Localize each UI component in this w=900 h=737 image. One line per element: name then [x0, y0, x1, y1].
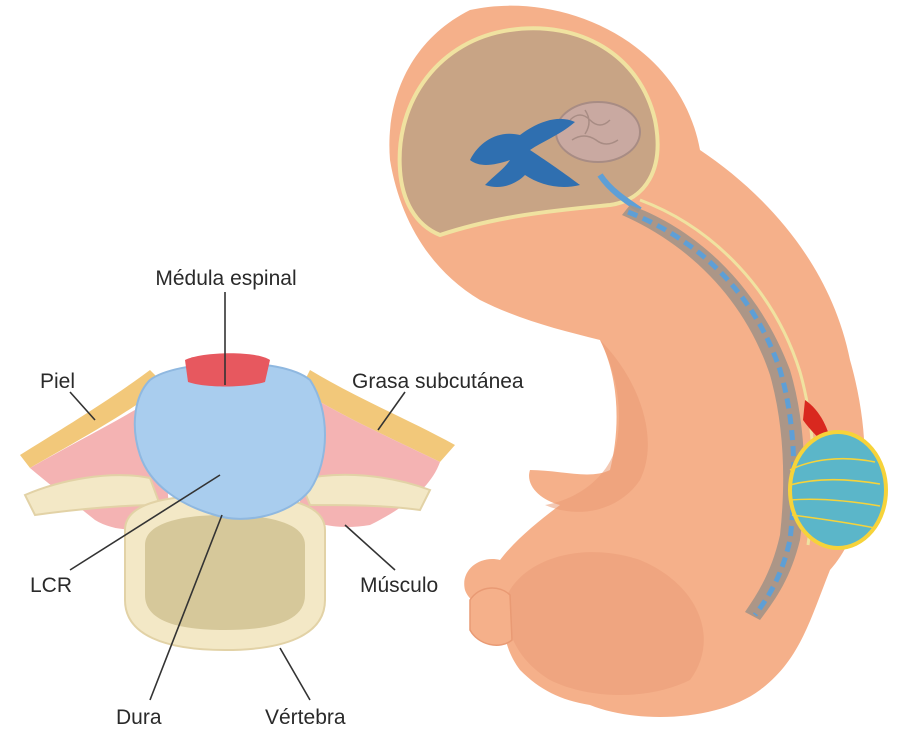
leader-dura: [149, 514, 223, 701]
label-vertebra: Vértebra: [265, 706, 346, 729]
label-dura: Dura: [116, 706, 162, 729]
vertebra-inner: [145, 515, 305, 630]
leader-skin: [69, 391, 96, 421]
infant-arm: [545, 340, 648, 512]
vertebra-arch-right: [298, 473, 432, 512]
leader-muscle: [344, 524, 396, 571]
csf-sac: [133, 362, 326, 520]
skin-layer-right: [300, 370, 455, 462]
sac-nerves: [789, 457, 881, 529]
spinal-canal: [627, 209, 797, 617]
spinal-cord-section: [185, 353, 270, 387]
leader-vertebra: [279, 647, 311, 701]
brain-folds: [569, 109, 619, 145]
leader-lines: [69, 292, 406, 701]
meningocele-sac: [788, 430, 888, 550]
spinal-column: [622, 205, 805, 620]
infant-illustration: [389, 5, 888, 717]
infant-leg: [505, 552, 704, 695]
label-muscle: Músculo: [360, 574, 438, 597]
labels: Médula espinal Piel Grasa subcutánea LCR…: [30, 267, 524, 729]
spine-cross-section: [20, 353, 455, 652]
label-subcutaneous-fat: Grasa subcutánea: [352, 370, 524, 393]
leader-csf: [69, 474, 221, 571]
ventricles: [470, 118, 580, 187]
leader-fat: [377, 391, 406, 431]
skin-layer: [20, 370, 165, 468]
infant-toes: [469, 587, 513, 646]
label-spinal-cord: Médula espinal: [155, 267, 296, 290]
label-csf: LCR: [30, 574, 72, 597]
brain: [555, 101, 641, 163]
label-skin: Piel: [40, 370, 75, 393]
